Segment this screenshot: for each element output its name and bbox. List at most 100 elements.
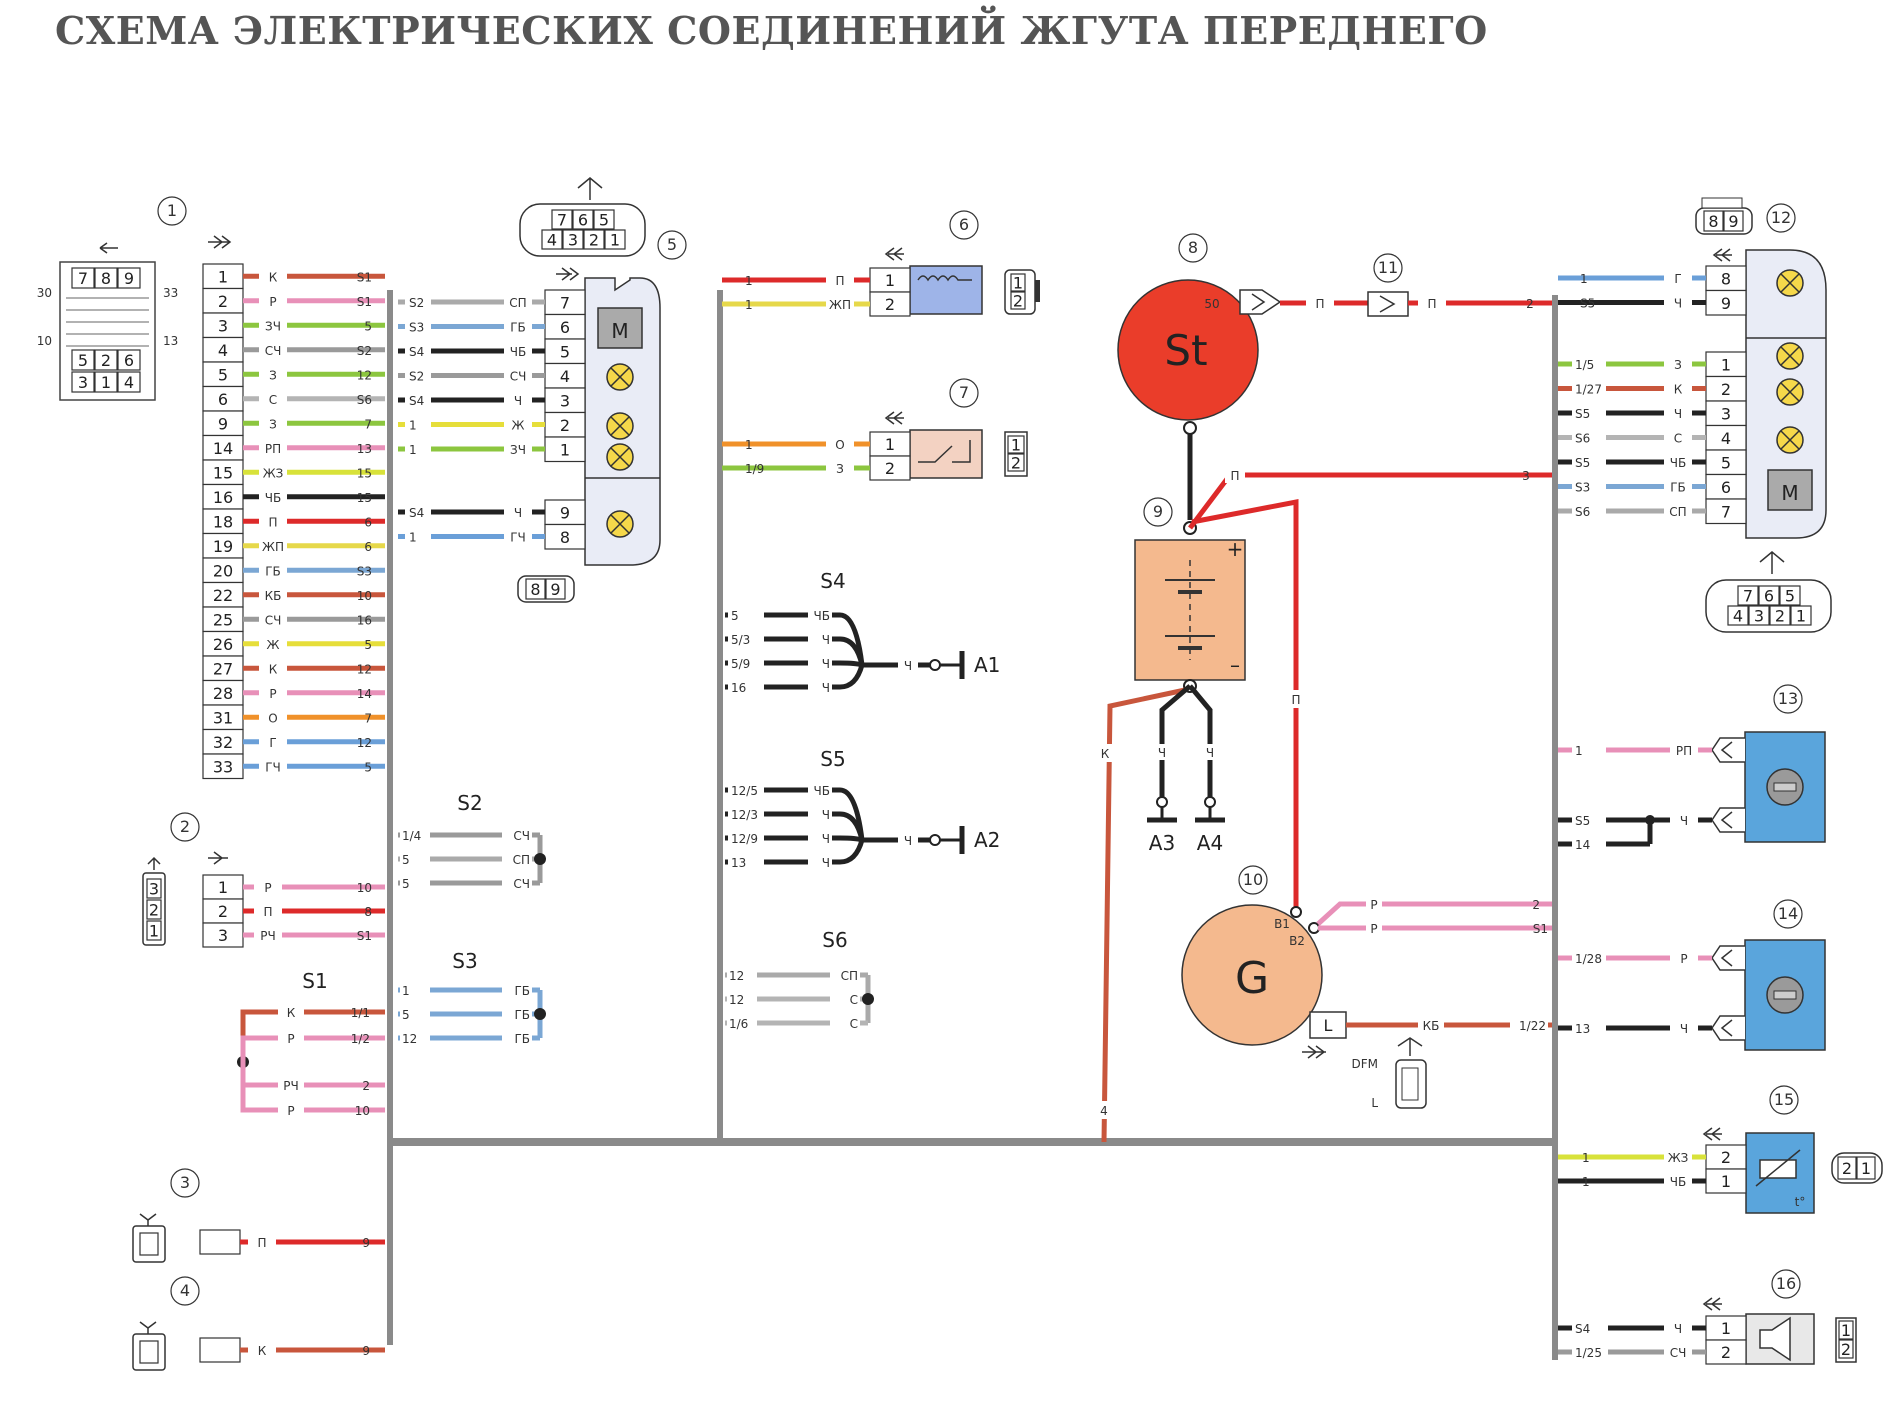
connector-12-wire-start-4: S6 xyxy=(1575,432,1590,446)
connector-12-pin-2-box xyxy=(1705,375,1747,402)
connector-7-wire-2-label-bg xyxy=(826,460,854,476)
connector-5-pin-7-box xyxy=(544,289,586,316)
connector-2-arrow-icon xyxy=(208,851,228,865)
component-11-wire-label: П xyxy=(1427,297,1436,311)
connector-5-wire-start-bg-8 xyxy=(405,528,431,545)
component-5-lamp-cross-3 xyxy=(610,514,630,534)
splice-s6-color-1: С xyxy=(850,993,858,1007)
component-5-motor-icon xyxy=(597,307,643,349)
component-10-l-terminal xyxy=(1309,1011,1347,1039)
component-13-wire-0-label-bg xyxy=(1670,742,1698,758)
component-13-wire-start-2: 14 xyxy=(1575,838,1590,852)
connector-7-wire-start-1: 1 xyxy=(745,438,753,452)
component-14-terminal-1 xyxy=(1711,1015,1745,1041)
splice-s3-start-1: 5 xyxy=(402,1008,410,1022)
connector-5-wire-2-label-bg xyxy=(504,416,532,433)
splice-s5-wire-3 xyxy=(725,839,865,865)
component-6-number: 6 xyxy=(959,215,969,234)
connector-12-pin-6: 6 xyxy=(1721,478,1731,497)
connector-5-face-top-b-0: 4 xyxy=(547,231,557,250)
connector-5-face-small-pin-1: 9 xyxy=(550,580,560,599)
connector-15-pin-1: 1 xyxy=(1721,1172,1731,1191)
component-13-motor-shaft xyxy=(1773,782,1797,792)
connector-5-wire-2-label: Ж xyxy=(512,419,525,433)
connector-6-face-pin-1-box xyxy=(1010,291,1026,310)
connector-5-face-top-b-1: 3 xyxy=(568,231,578,250)
component-9-wire-ground-bg xyxy=(1097,744,1113,762)
connector-1-wire-end-26: 5 xyxy=(364,638,372,652)
connector-5-wire-start-5: S4 xyxy=(409,345,424,359)
component-9-wire-alt-bg xyxy=(1288,690,1304,708)
splice-s4-color-3: Ч xyxy=(822,681,830,695)
splice-s4-color-2: Ч xyxy=(822,657,830,671)
connector-1-wire-2-label: Р xyxy=(269,295,276,309)
splice-s5-color-bg-1 xyxy=(808,806,832,822)
splice-s2-start-1: 5 xyxy=(402,853,410,867)
connector-5-wire-start-bg-4 xyxy=(405,367,431,384)
connector-1-wire-end-27: 12 xyxy=(357,662,372,676)
connector-5-wire-3-label-bg xyxy=(504,392,532,408)
splice-s5-start-bg-0 xyxy=(728,782,764,798)
splice-s3-start-bg-2 xyxy=(400,1030,430,1046)
connector-12-face-arrow-icon xyxy=(1759,551,1785,574)
connector-2-wire-2-label: П xyxy=(263,905,272,919)
connector-1-face-pin-bot-2: 4 xyxy=(124,373,134,392)
connector-12-face-a-2-box xyxy=(1779,585,1801,606)
connector-6-wire-1-label: П xyxy=(835,274,844,288)
component-9-wire-out-bg xyxy=(1225,467,1245,483)
connector-1-pin-33: 33 xyxy=(213,757,233,776)
connector-6-wire-start-1: 1 xyxy=(745,274,753,288)
splice-s4-ground-terminal xyxy=(929,659,941,671)
splice-s6-color-bg-1 xyxy=(830,991,860,1007)
splice-s5-color-2: Ч xyxy=(822,832,830,846)
connector-1-face-pin-bot-0: 3 xyxy=(78,373,88,392)
splice-s6-start-2: 1/6 xyxy=(729,1017,748,1031)
connector-15-pin-2: 2 xyxy=(1721,1148,1731,1167)
splice-s6-start-1: 12 xyxy=(729,993,744,1007)
component-5-number-ring xyxy=(657,230,687,260)
connector-12-wire-1-label-bg xyxy=(1664,356,1692,372)
connector-5-face-top-a-2-box xyxy=(593,209,615,230)
splice-s1-wire-label-bg-2 xyxy=(278,1077,304,1093)
connector-2-face-pin-2: 1 xyxy=(149,922,159,941)
connector-12-face-b-1-box xyxy=(1748,605,1770,626)
connector-12-face-b-3: 1 xyxy=(1796,607,1806,626)
component-9-ground-wire-0 xyxy=(1159,684,1192,798)
connector-1-wire-end-15: 15 xyxy=(357,466,372,480)
connector-1-face-pin-mid-2: 6 xyxy=(124,351,134,370)
connector-2-wire-end-1: 10 xyxy=(357,881,372,895)
splice-s4-wire-1 xyxy=(725,636,865,666)
connector-12-face-b-3-box xyxy=(1790,605,1812,626)
splice-s5-color-bg-3 xyxy=(808,854,832,870)
connector-2-wire-3-label: РЧ xyxy=(260,929,275,943)
splice-s5-color-1: Ч xyxy=(822,808,830,822)
component-13-node xyxy=(1645,815,1655,825)
connector-5-wire-4-label: СЧ xyxy=(510,370,527,384)
connector-1-wire-19-label: ЖП xyxy=(262,540,284,554)
component-13-wire-1-label: Ч xyxy=(1680,814,1688,828)
component-14-wire-start-1: 13 xyxy=(1575,1022,1590,1036)
connector-5-wire-start-2: 1 xyxy=(409,419,417,433)
connector-16-wire-start-2: 1/25 xyxy=(1575,1346,1602,1360)
connector-12-wire-8-label-bg xyxy=(1664,270,1692,286)
connector-7-wire-1-label: О xyxy=(835,438,844,452)
component-3-arrow-icon xyxy=(139,1213,157,1226)
component-14-number: 14 xyxy=(1778,904,1798,923)
component-10-wire-end-0: 2 xyxy=(1532,898,1540,912)
component-8-number-ring xyxy=(1178,233,1208,263)
splice-s4-color-0: ЧБ xyxy=(814,609,830,623)
component-10-alternator xyxy=(1181,904,1323,1046)
component-12-lamp-cross-1 xyxy=(1780,346,1800,366)
component-9-ground-label-1: А4 xyxy=(1197,831,1223,855)
connector-5-wire-1-label: ЗЧ xyxy=(510,443,526,457)
connector-12-pin-3: 3 xyxy=(1721,404,1731,423)
connector-1-pin-27-box xyxy=(202,655,244,682)
connector-1-wire-end-33: 5 xyxy=(364,760,372,774)
splice-s1-wire-label-bg-3 xyxy=(278,1102,304,1118)
connector-1-pin-6-box xyxy=(202,385,244,412)
connector-5-face-top-b-2: 2 xyxy=(589,231,599,250)
connector-15-pin-1-box xyxy=(1705,1168,1747,1194)
connector-12-pin-8: 8 xyxy=(1721,269,1731,288)
connector-1-wire-end-5: 12 xyxy=(357,368,372,382)
splice-s6-color-2: С xyxy=(850,1017,858,1031)
